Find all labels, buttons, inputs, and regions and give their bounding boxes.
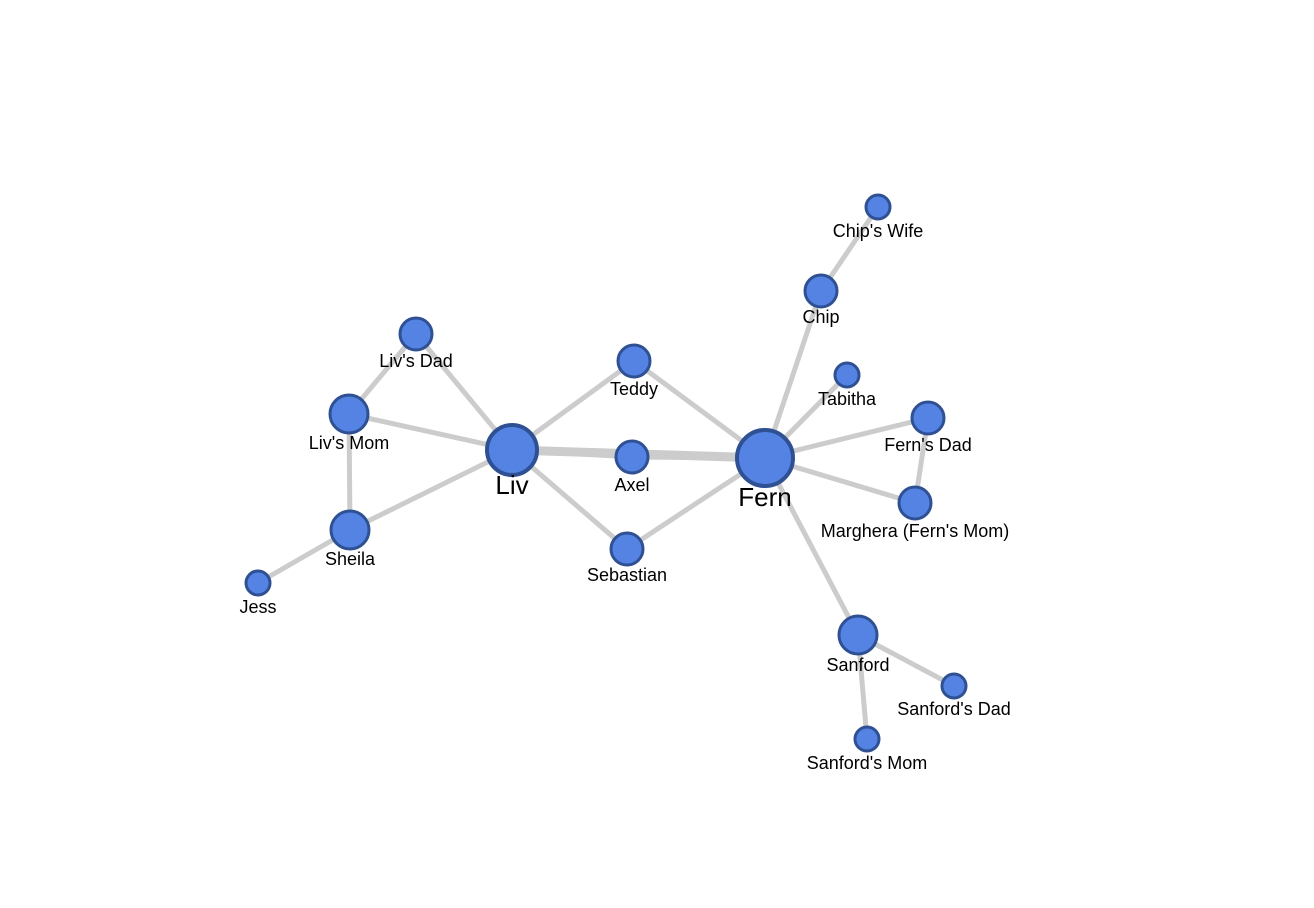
node-circle[interactable]: [803, 273, 839, 309]
node-circle[interactable]: [485, 423, 539, 477]
node-circle[interactable]: [910, 400, 946, 436]
edge-fern-sanford: [762, 456, 861, 637]
node-fernsdad[interactable]: Fern's Dad: [884, 400, 972, 455]
node-label: Liv: [495, 470, 528, 500]
node-circle[interactable]: [328, 393, 370, 435]
node-label: Marghera (Fern's Mom): [821, 521, 1009, 541]
node-chip[interactable]: Chip: [802, 273, 840, 327]
node-label: Teddy: [610, 379, 658, 399]
node-label: Jess: [239, 597, 276, 617]
node-circle[interactable]: [614, 439, 650, 475]
node-label: Chip: [802, 307, 839, 327]
node-jess[interactable]: Jess: [239, 569, 277, 617]
node-label: Sanford's Dad: [897, 699, 1011, 719]
node-chipswife[interactable]: Chip's Wife: [833, 193, 923, 241]
node-teddy[interactable]: Teddy: [610, 343, 658, 399]
node-livsdad[interactable]: Liv's Dad: [379, 316, 453, 371]
node-circle[interactable]: [940, 672, 968, 700]
node-circle[interactable]: [853, 725, 881, 753]
node-sebastian[interactable]: Sebastian: [587, 531, 667, 585]
node-fern[interactable]: Fern: [735, 428, 795, 512]
node-label: Sebastian: [587, 565, 667, 585]
node-sanfordsmom[interactable]: Sanford's Mom: [807, 725, 927, 773]
node-livsmom[interactable]: Liv's Mom: [309, 393, 389, 453]
node-sanford[interactable]: Sanford: [826, 614, 890, 675]
node-circle[interactable]: [897, 485, 933, 521]
node-label: Liv's Dad: [379, 351, 452, 371]
node-label: Liv's Mom: [309, 433, 389, 453]
node-label: Sanford: [826, 655, 889, 675]
node-label: Axel: [614, 475, 649, 495]
node-sheila[interactable]: Sheila: [325, 509, 376, 569]
node-label: Sanford's Mom: [807, 753, 927, 773]
node-label: Chip's Wife: [833, 221, 923, 241]
node-circle[interactable]: [244, 569, 272, 597]
node-axel[interactable]: Axel: [614, 439, 650, 495]
node-circle[interactable]: [398, 316, 434, 352]
node-circle[interactable]: [837, 614, 879, 656]
node-label: Tabitha: [818, 389, 877, 409]
node-circle[interactable]: [609, 531, 645, 567]
node-label: Sheila: [325, 549, 376, 569]
edge-liv-sheila: [348, 447, 514, 533]
node-circle[interactable]: [329, 509, 371, 551]
node-marghera[interactable]: Marghera (Fern's Mom): [821, 485, 1009, 541]
node-circle[interactable]: [864, 193, 892, 221]
node-circle[interactable]: [735, 428, 795, 488]
node-circle[interactable]: [833, 361, 861, 389]
node-tabitha[interactable]: Tabitha: [818, 361, 877, 409]
node-circle[interactable]: [616, 343, 652, 379]
node-label: Fern's Dad: [884, 435, 971, 455]
node-sanfordsdad[interactable]: Sanford's Dad: [897, 672, 1011, 719]
node-label: Fern: [738, 482, 791, 512]
edge-liv-livsmom: [348, 411, 513, 453]
node-liv[interactable]: Liv: [485, 423, 539, 500]
